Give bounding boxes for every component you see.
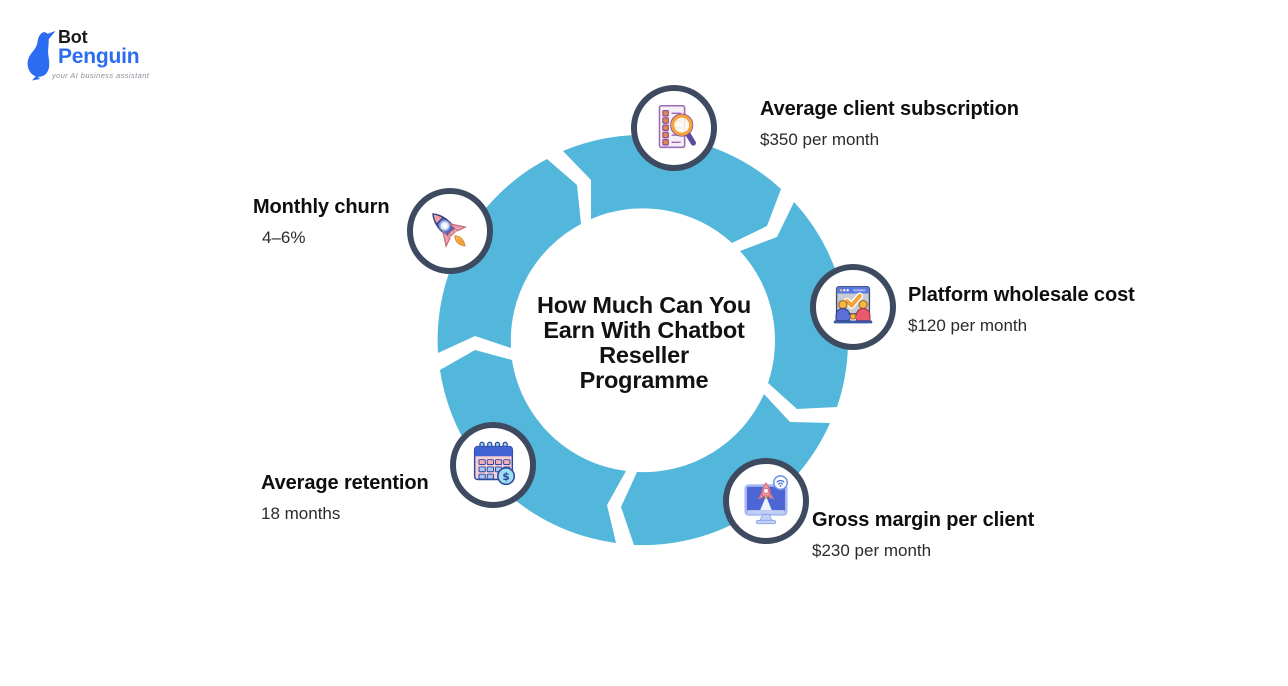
callout-monthly-churn: Monthly churn 4–6% [253, 196, 390, 248]
callout-platform-wholesale-cost: Platform wholesale cost $120 per month [908, 284, 1135, 336]
node-value: 4–6% [262, 228, 306, 247]
callout-average-retention: Average retention 18 months [261, 472, 429, 524]
node-label: Average client subscription [760, 98, 1019, 120]
node-label: Gross margin per client [812, 509, 1035, 531]
botpenguin-logo: Bot Penguin your AI business assistant [20, 24, 200, 94]
node-average-client-subscription [631, 85, 717, 171]
logo-text-penguin: Penguin [58, 45, 140, 68]
node-value: $120 per month [908, 316, 1028, 335]
title-line-3: Reseller [599, 342, 689, 368]
rocket-icon [432, 213, 468, 249]
logo-text-bot: Bot [58, 27, 88, 47]
node-label: Monthly churn [253, 196, 390, 218]
node-label: Average retention [261, 472, 429, 494]
ring-segment-right [740, 202, 849, 409]
node-platform-wholesale-cost [810, 264, 896, 350]
title-line-2: Earn With Chatbot [543, 317, 745, 343]
diagram-title: How Much Can You Earn With Chatbot Resel… [478, 293, 810, 393]
title-line-1: How Much Can You [537, 292, 751, 318]
monitor-rocket-launch-icon [744, 475, 789, 525]
node-average-retention: $ [450, 422, 536, 508]
ring-segment-top [563, 135, 781, 243]
ring-segment-left [437, 159, 581, 353]
node-monthly-churn [407, 188, 493, 274]
svg-text:$: $ [502, 470, 509, 483]
ring-segment-bottom-right [621, 394, 830, 546]
calendar-dollar-icon: $ [473, 441, 516, 486]
node-label: Platform wholesale cost [908, 284, 1135, 306]
node-gross-margin-per-client [723, 458, 809, 544]
penguin-logo-icon [27, 31, 56, 81]
node-value: $350 per month [760, 130, 880, 149]
checklist-magnifier-icon [658, 104, 696, 149]
node-value: $230 per month [812, 541, 932, 560]
callout-gross-margin-per-client: Gross margin per client $230 per month [812, 509, 1034, 561]
logo-tagline: your AI business assistant [52, 71, 150, 80]
title-line-4: Programme [579, 367, 709, 393]
callout-average-client-subscription: Average client subscription $350 per mon… [760, 98, 1019, 150]
node-value: 18 months [261, 504, 341, 523]
ring-segment-bottom-left [440, 350, 626, 543]
handshake-agreement-icon [833, 286, 873, 324]
